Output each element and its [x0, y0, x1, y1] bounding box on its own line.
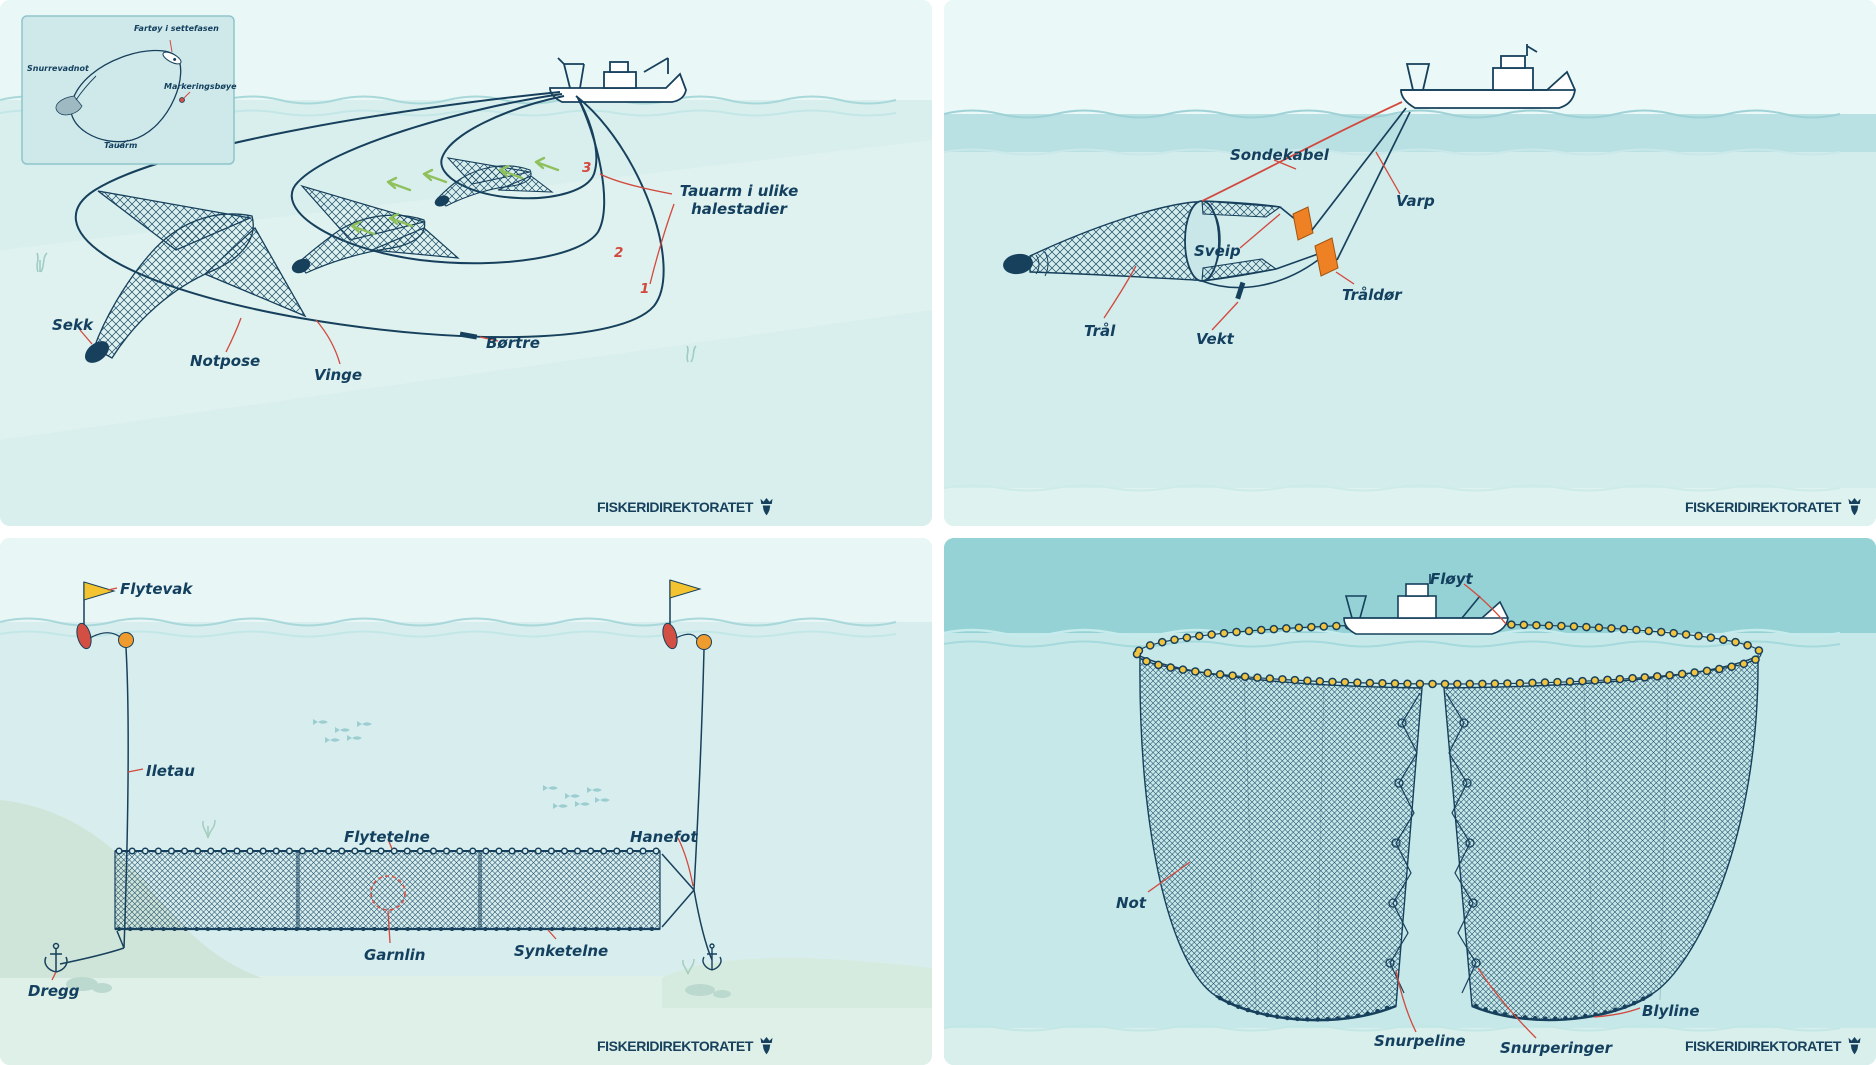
stage-number-3: 3	[582, 160, 592, 176]
label-sveip: Sveip	[1194, 242, 1241, 260]
label-dregg: Dregg	[28, 982, 80, 1000]
garnlin-detail-circle	[370, 875, 406, 911]
label-vinge: Vinge	[314, 366, 363, 384]
haul-direction-arrows	[350, 156, 560, 236]
logo-crest-icon	[1848, 1037, 1861, 1055]
tauarm-ropes	[74, 91, 665, 339]
label-sondekabel: Sondekabel	[1230, 146, 1329, 164]
buoy-icon	[662, 622, 678, 650]
buoy-icon	[76, 622, 92, 650]
label-vekt: Vekt	[1196, 330, 1234, 348]
float-ball-icon	[118, 632, 134, 648]
snurperinger-rings	[1385, 718, 1481, 968]
logo-text: FISKERIDIREKTORATET	[597, 1038, 753, 1054]
leader-lines	[51, 587, 694, 981]
gillnet	[114, 847, 662, 931]
inset-vessel-icon	[162, 51, 182, 65]
coral-icon	[202, 819, 216, 839]
logo-crest-icon	[760, 498, 773, 516]
panel-snurrevad: Sekk Notpose Vinge Børtre Tauarm i ulike…	[0, 0, 932, 526]
trawl-net	[1003, 200, 1282, 282]
fiskeridirektoratet-logo: FISKERIDIREKTORATET	[597, 498, 774, 516]
leader-lines	[79, 173, 675, 365]
anchor-icon	[702, 943, 722, 971]
coral-icon	[682, 958, 695, 975]
dregg-anchor-icon	[44, 942, 68, 973]
label-blyline: Blyline	[1642, 1002, 1700, 1020]
weight-icon	[1235, 281, 1246, 300]
inset-label-tauarm: Tauarm	[104, 141, 138, 150]
label-bortre: Børtre	[486, 334, 540, 352]
label-tral: Trål	[1084, 322, 1116, 340]
seaweed-icon	[36, 252, 48, 273]
warp-lines	[1311, 107, 1411, 261]
snurrevad-illustration	[0, 0, 932, 526]
flytevak-right	[662, 579, 712, 650]
logo-text: FISKERIDIREKTORATET	[597, 499, 753, 515]
not-illustration	[944, 538, 1876, 1065]
inset-label-fartoy: Fartøy i settefasen	[134, 24, 219, 33]
panel-tral: Sondekabel Varp Sveip Tråldør Trål Vekt …	[944, 0, 1876, 526]
label-sekk: Sekk	[52, 316, 93, 334]
label-floyt: Fløyt	[1430, 570, 1473, 588]
float-ball-icon	[696, 634, 712, 650]
flytevak-left	[76, 581, 134, 650]
bortre-bar	[459, 331, 478, 340]
label-varp: Varp	[1396, 192, 1435, 210]
label-not: Not	[1116, 894, 1147, 912]
stage-number-1: 1	[640, 281, 650, 297]
label-snurpeline: Snurpeline	[1374, 1032, 1466, 1050]
setting-phase-inset	[21, 15, 235, 165]
label-traldor: Tråldør	[1342, 286, 1402, 304]
label-hanefot: Hanefot	[630, 828, 698, 846]
label-notpose: Notpose	[190, 352, 261, 370]
codend	[1003, 253, 1033, 275]
trawl-door-upper-icon	[1292, 206, 1314, 241]
leader-lines	[1147, 583, 1641, 1039]
label-snurperinger: Snurperinger	[1500, 1039, 1612, 1057]
label-synketelne: Synketelne	[514, 942, 609, 960]
purse-seiner-vessel-icon	[1343, 574, 1509, 635]
label-flytevak: Flytevak	[120, 580, 193, 598]
stage-number-2: 2	[614, 245, 624, 261]
fiskeridirektoratet-logo: FISKERIDIREKTORATET	[597, 1037, 774, 1055]
garn-illustration	[0, 538, 932, 1065]
inset-label-snurrevadnot: Snurrevadnot	[27, 64, 89, 73]
label-iletau: Iletau	[146, 762, 195, 780]
purse-seine-net	[1139, 654, 1759, 1022]
trawler-vessel-icon	[1400, 44, 1576, 109]
seine-net-stage1	[84, 190, 307, 363]
panel-not: Fløyt Not Snurpeline Snurperinger Blylin…	[944, 538, 1876, 1065]
logo-text: FISKERIDIREKTORATET	[1685, 1038, 1841, 1054]
fiskeridirektoratet-logo: FISKERIDIREKTORATET	[1685, 1037, 1862, 1055]
seine-net-stage2	[291, 184, 460, 274]
flag-icon	[669, 579, 702, 599]
inset-net-icon	[55, 95, 83, 116]
label-flytetelne: Flytetelne	[344, 828, 430, 846]
tral-illustration	[944, 0, 1876, 526]
leader-lines	[1103, 151, 1401, 331]
trawl-door-lower-icon	[1314, 237, 1339, 277]
inset-marker-buoy-icon	[179, 97, 185, 103]
label-garnlin: Garnlin	[364, 946, 426, 964]
sondekabel-line	[1201, 101, 1403, 202]
float-ring	[1132, 619, 1766, 689]
logo-crest-icon	[760, 1037, 773, 1055]
fiskeridirektoratet-logo: FISKERIDIREKTORATET	[1685, 498, 1862, 516]
logo-text: FISKERIDIREKTORATET	[1685, 499, 1841, 515]
label-tauarm-stadier: Tauarm i ulike halestadier	[679, 182, 799, 218]
flag-icon	[83, 581, 116, 601]
snurpeline-lacing	[1389, 692, 1477, 994]
hanefot-bridle	[661, 649, 713, 961]
seaweed-icon	[686, 345, 697, 363]
logo-crest-icon	[1848, 498, 1861, 516]
inset-label-markeringsboye: Markeringsbøye	[164, 82, 237, 91]
iletau-left	[59, 647, 129, 965]
panel-garn: Flytevak Iletau Flytetelne Garnlin Synke…	[0, 538, 932, 1065]
